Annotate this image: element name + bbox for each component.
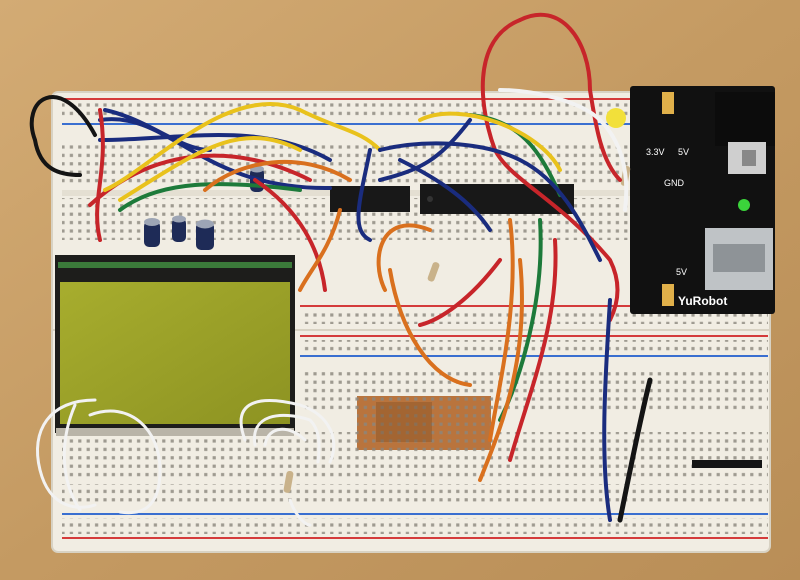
power-led [738,199,750,211]
pin-header [692,460,762,468]
svg-text:GND: GND [664,178,685,188]
brand-label: YuRobot [678,294,727,308]
jumper-top [662,92,674,114]
yellow-button [606,108,626,128]
lcd-display [60,282,290,424]
svg-text:5V: 5V [678,147,689,157]
ic-chip-left [330,186,410,212]
ic-chip-right [420,184,574,214]
svg-text:3.3V: 3.3V [646,147,665,157]
power-supply-module: 3.3V 5V GND 5V YuRobot [606,86,775,314]
svg-text:5V: 5V [676,267,687,277]
jumper-bottom [662,284,674,306]
jumper-wires [29,12,653,527]
dc-barrel-jack [715,92,775,146]
perfboard [357,396,491,450]
